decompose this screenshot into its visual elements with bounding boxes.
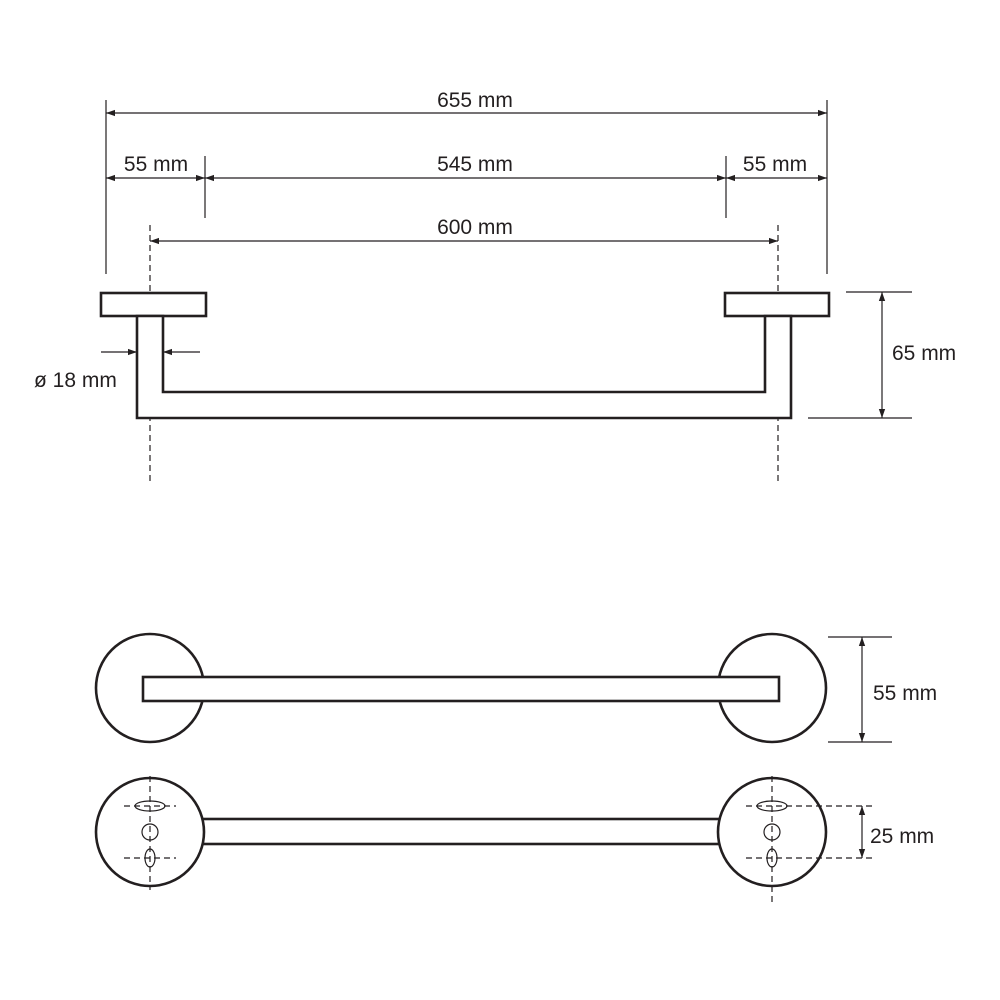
label-right-rosette: 55 mm [743,153,807,176]
label-left-rosette: 55 mm [124,153,188,176]
left-slot-hole-vertical [144,848,156,868]
rear-view: 25 mm [94,776,934,904]
right-slot-hole-vertical [766,848,778,868]
label-hole-spacing: 25 mm [870,825,934,848]
towel-bar-rear [193,817,729,846]
label-center-distance: 600 mm [437,216,513,239]
towel-bar-side [135,314,793,420]
left-mounting-plate [99,291,208,318]
label-rosette-diameter: 55 mm [873,682,937,705]
right-center-hole [763,823,781,841]
label-inner-span: 545 mm [437,153,513,176]
left-slot-hole-horizontal [134,800,166,812]
towel-bar-top [141,675,781,703]
side-view: 655 mm 55 mm 545 mm 55 mm 600 mm 65 mm ø… [34,89,956,485]
label-projection: 65 mm [892,342,956,365]
top-view: 55 mm [94,632,937,744]
right-mounting-plate [723,291,831,318]
right-mounting-holes [746,776,876,904]
label-tube-diameter: ø 18 mm [34,369,117,392]
left-center-hole [141,823,159,841]
right-slot-hole-horizontal [756,800,788,812]
left-mounting-holes [124,776,176,890]
label-overall-width: 655 mm [437,89,513,112]
